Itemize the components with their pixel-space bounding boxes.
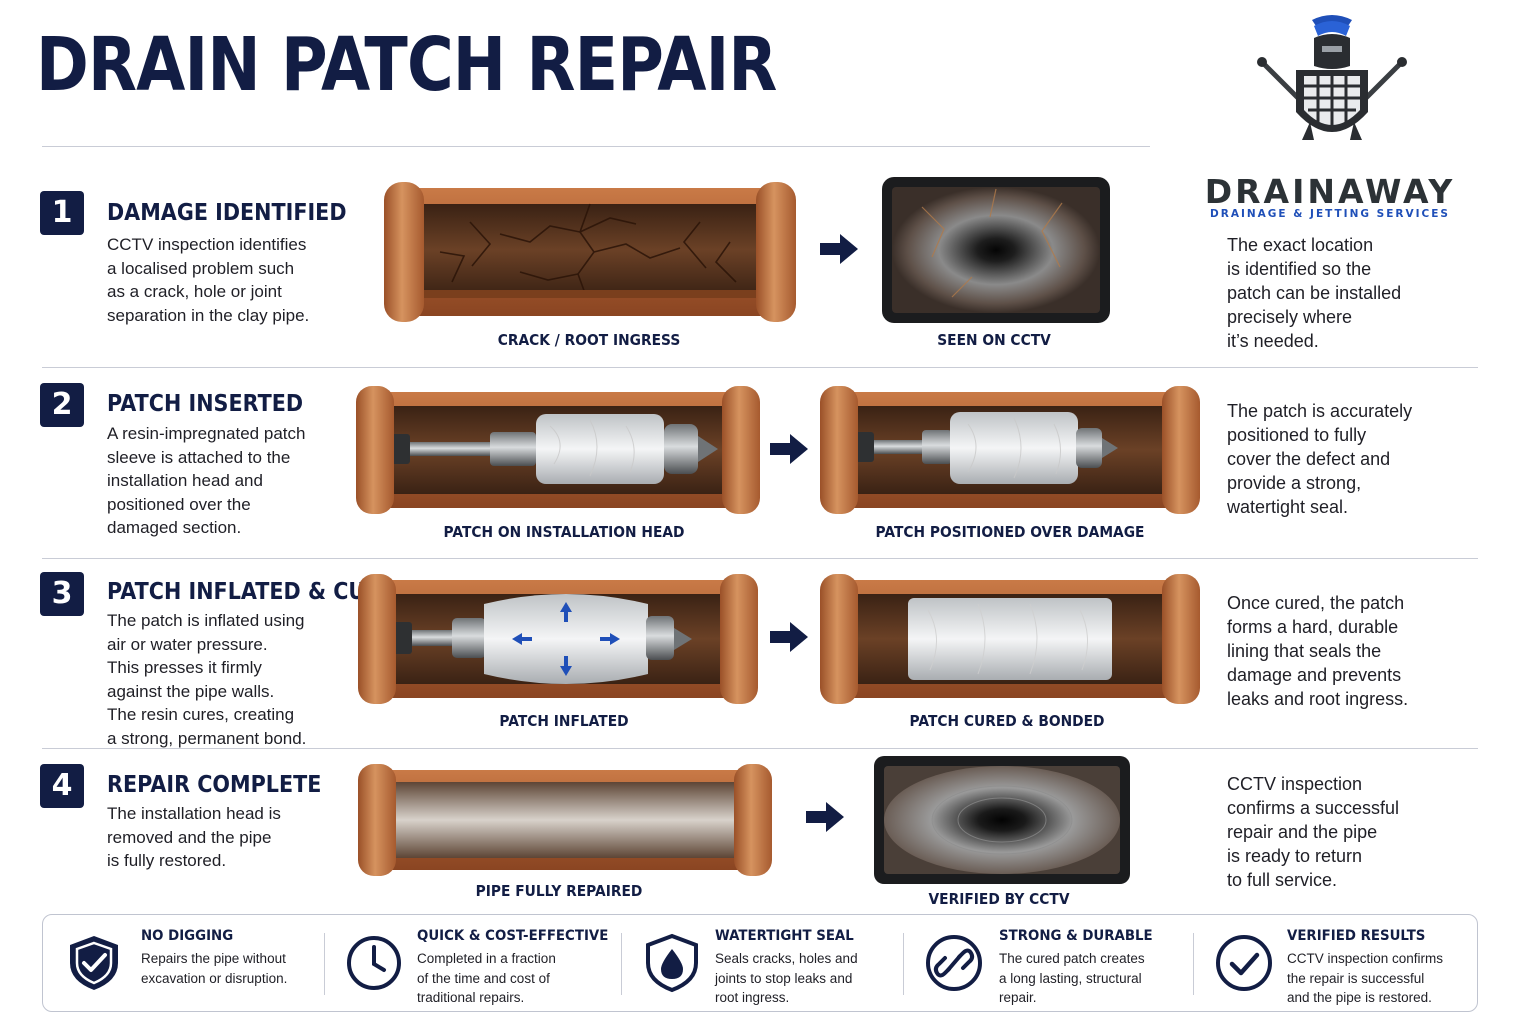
- benefit-text: Seals cracks, holes and joints to stop l…: [715, 951, 858, 1005]
- row-divider: [42, 558, 1478, 559]
- clock-icon: [347, 936, 401, 990]
- benefits-bar: NO DIGGING Repairs the pipe without exca…: [42, 914, 1478, 1012]
- chain-link-icon: [926, 935, 982, 991]
- step-number-badge: 1: [40, 191, 84, 235]
- step-title: PATCH INSERTED: [107, 391, 304, 417]
- benefit-divider: [903, 933, 904, 995]
- step-note: Once cured, the patch forms a hard, dura…: [1227, 593, 1409, 709]
- benefit-title: STRONG & DURABLE: [999, 928, 1153, 944]
- benefit-title: QUICK & COST-EFFECTIVE: [417, 928, 609, 944]
- step-note: CCTV inspection confirms a successful re…: [1227, 774, 1400, 890]
- benefit-divider: [621, 933, 622, 995]
- page-title: DRAIN PATCH REPAIR: [36, 22, 777, 108]
- arrow-right-icon: [770, 434, 808, 464]
- image-caption: VERIFIED BY CCTV: [928, 890, 1070, 908]
- arrow-right-icon: [820, 234, 858, 264]
- benefit-item: STRONG & DURABLE The cured patch creates…: [925, 915, 1205, 1011]
- shield-water-drop-icon: [646, 933, 698, 993]
- step-number-badge: 4: [40, 764, 84, 808]
- image-caption: PATCH ON INSTALLATION HEAD: [443, 523, 685, 541]
- repaired-pipe-illustration: [358, 764, 772, 876]
- benefit-item: NO DIGGING Repairs the pipe without exca…: [65, 915, 355, 1011]
- patch-positioned-over-damage-illustration: [820, 386, 1200, 514]
- patch-on-installation-head-illustration: [356, 386, 760, 514]
- brand-tagline: DRAINAGE & JETTING SERVICES: [1210, 208, 1450, 220]
- image-caption: PATCH POSITIONED OVER DAMAGE: [875, 523, 1145, 541]
- benefit-divider: [324, 933, 325, 995]
- benefit-title: VERIFIED RESULTS: [1287, 928, 1426, 944]
- check-circle-icon: [1216, 935, 1272, 991]
- benefit-item: VERIFIED RESULTS CCTV inspection confirm…: [1215, 915, 1475, 1011]
- patch-inflated-illustration: [358, 574, 758, 704]
- benefit-item: WATERTIGHT SEAL Seals cracks, holes and …: [643, 915, 913, 1011]
- brand-logo: DRAINAWAY DRAINAGE & JETTING SERVICES: [1170, 12, 1490, 222]
- brand-name: DRAINAWAY: [1204, 172, 1456, 211]
- step-description: CCTV inspection identifies a localised p…: [107, 235, 310, 325]
- benefit-text: The cured patch creates a long lasting, …: [999, 951, 1145, 1005]
- arrow-right-icon: [770, 622, 808, 652]
- benefit-text: CCTV inspection confirms the repair is s…: [1287, 951, 1444, 1005]
- step-note: The exact location is identified so the …: [1227, 235, 1402, 351]
- patch-cured-bonded-illustration: [820, 574, 1200, 704]
- step-title: DAMAGE IDENTIFIED: [107, 200, 347, 226]
- step-description: A resin-impregnated patch sleeve is atta…: [107, 424, 306, 537]
- step-number-badge: 2: [40, 383, 84, 427]
- benefit-divider: [1193, 933, 1194, 995]
- step-description: The patch is inflated using air or water…: [107, 611, 307, 748]
- benefit-text: Repairs the pipe without excavation or d…: [141, 951, 288, 986]
- cracked-pipe-illustration: [384, 182, 796, 322]
- image-caption: PATCH CURED & BONDED: [909, 712, 1105, 730]
- step-number-badge: 3: [40, 572, 84, 616]
- cctv-monitor-cracked: [882, 177, 1110, 323]
- row-divider: [42, 367, 1478, 368]
- step-title: REPAIR COMPLETE: [107, 772, 322, 798]
- image-caption: SEEN ON CCTV: [937, 331, 1051, 349]
- arrow-right-icon: [806, 802, 844, 832]
- image-caption: PATCH INFLATED: [499, 712, 629, 730]
- image-caption: PIPE FULLY REPAIRED: [475, 882, 643, 900]
- title-divider: [42, 146, 1150, 147]
- row-divider: [42, 748, 1478, 749]
- cctv-monitor-verified: [874, 756, 1130, 884]
- benefit-item: QUICK & COST-EFFECTIVE Completed in a fr…: [345, 915, 615, 1011]
- step-note: The patch is accurately positioned to fu…: [1227, 401, 1413, 517]
- shield-check-icon: [70, 936, 118, 990]
- benefit-title: NO DIGGING: [141, 928, 234, 944]
- spartan-helmet-shield-icon: [1257, 15, 1407, 140]
- benefit-text: Completed in a fraction of the time and …: [417, 951, 556, 1005]
- benefit-title: WATERTIGHT SEAL: [715, 928, 854, 944]
- image-caption: CRACK / ROOT INGRESS: [497, 331, 681, 349]
- step-description: The installation head is removed and the…: [107, 804, 281, 870]
